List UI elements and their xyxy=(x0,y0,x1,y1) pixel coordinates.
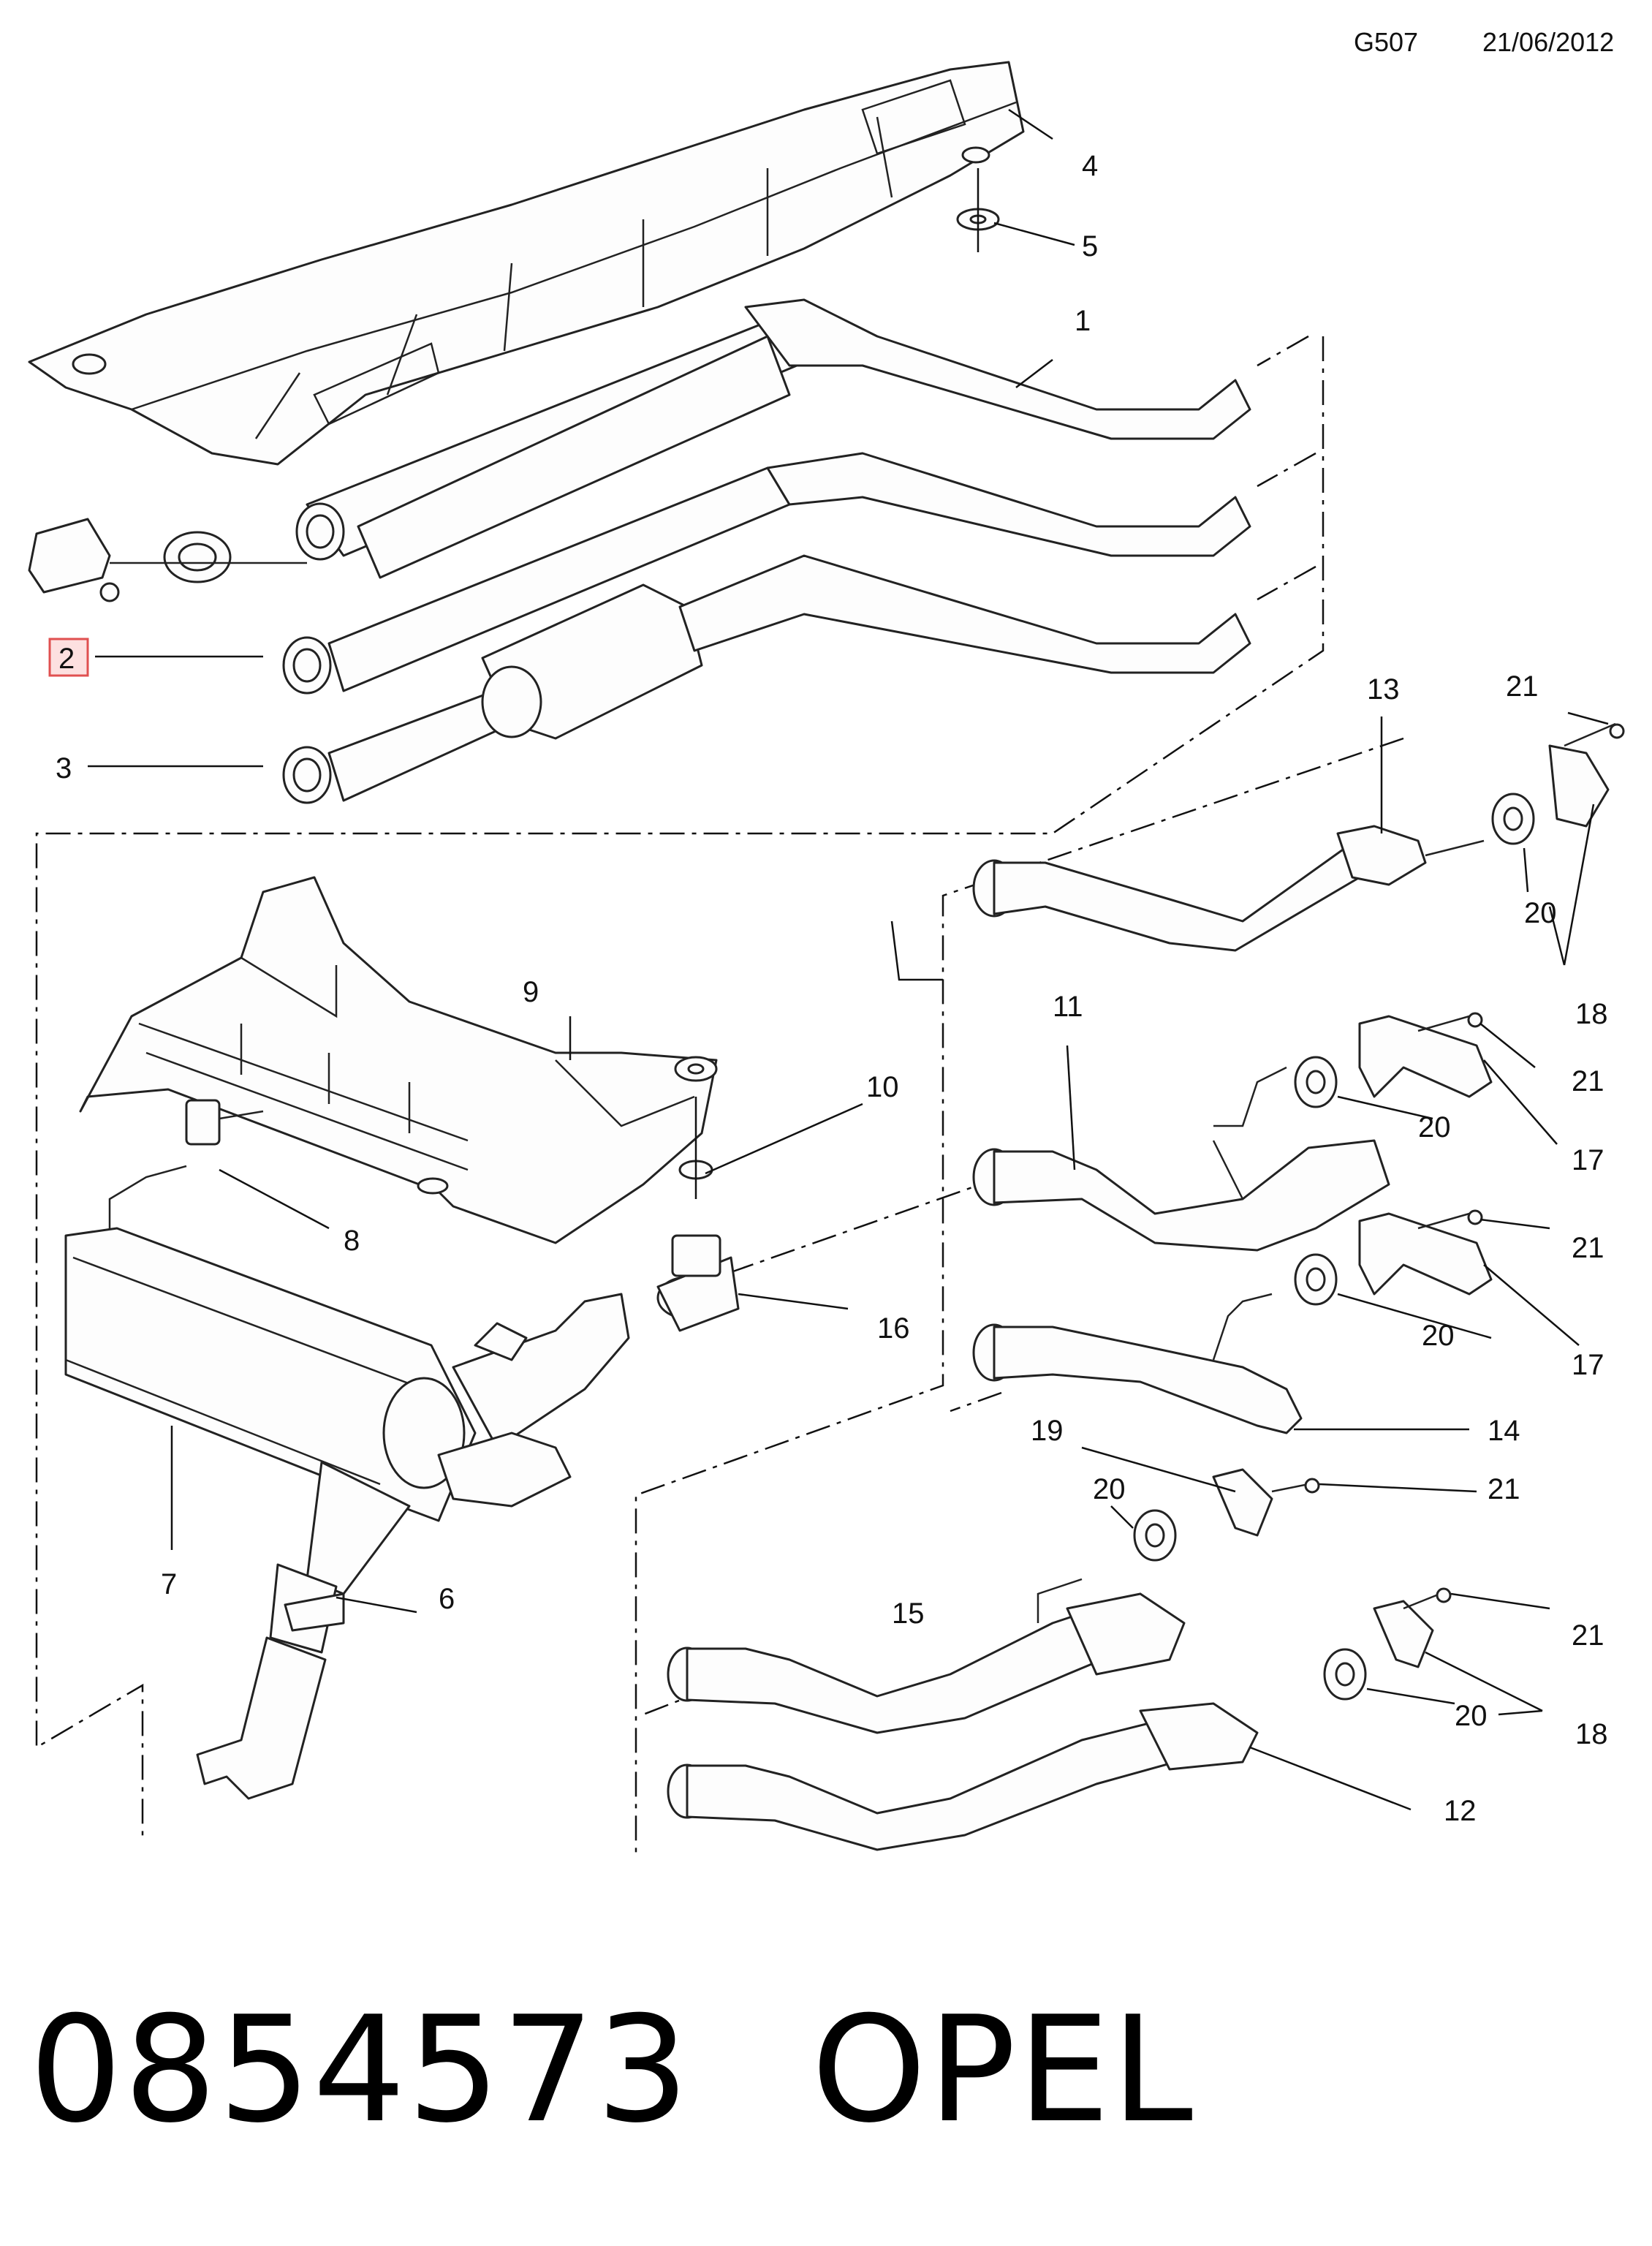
callout-5[interactable]: 5 xyxy=(1082,230,1098,262)
front-pipe-variant-1 xyxy=(295,298,1251,579)
rear-subframe xyxy=(79,876,718,1244)
callout-10[interactable]: 10 xyxy=(866,1071,899,1103)
callout-17-lower[interactable]: 17 xyxy=(1572,1349,1604,1381)
flange-gasket xyxy=(28,518,307,602)
hanger-bracket-upper xyxy=(1491,722,1625,845)
callout-3[interactable]: 3 xyxy=(56,752,72,784)
hanger-bracket-mid-1 xyxy=(1294,1012,1493,1108)
hanger-bracket-lower-2 xyxy=(1323,1587,1452,1701)
part-number: 0854573 xyxy=(29,1985,691,2155)
callout-21-c[interactable]: 21 xyxy=(1572,1232,1604,1264)
callout-20-a[interactable]: 20 xyxy=(1524,897,1557,929)
callout-21-e[interactable]: 21 xyxy=(1572,1619,1604,1652)
callout-16[interactable]: 16 xyxy=(877,1312,910,1345)
front-pipe-variant-3 xyxy=(282,554,1251,804)
hanger-bracket-mid-2 xyxy=(1294,1209,1493,1306)
callout-19[interactable]: 19 xyxy=(1031,1415,1064,1447)
washer xyxy=(956,168,1000,252)
brand-name: OPEL xyxy=(811,1985,1194,2155)
callout-labels: 1 2 3 4 5 6 7 8 9 10 11 12 13 14 15 16 1… xyxy=(48,150,1608,1827)
callout-21-b[interactable]: 21 xyxy=(1572,1065,1604,1097)
callout-6[interactable]: 6 xyxy=(439,1583,455,1615)
intermediate-pipe-14 xyxy=(972,1293,1303,1434)
callout-17-upper[interactable]: 17 xyxy=(1572,1144,1604,1176)
tail-pipe-12 xyxy=(667,1702,1259,1851)
callout-7[interactable]: 7 xyxy=(161,1568,177,1600)
callout-21-d[interactable]: 21 xyxy=(1488,1473,1520,1505)
diagram-date: 21/06/2012 xyxy=(1482,27,1614,57)
callout-8[interactable]: 8 xyxy=(344,1225,360,1257)
callout-13[interactable]: 13 xyxy=(1367,673,1400,706)
intermediate-pipe-11 xyxy=(972,1066,1390,1252)
heat-shield xyxy=(28,61,1025,466)
pipe-clamp xyxy=(656,1234,740,1332)
callout-11[interactable]: 11 xyxy=(1053,991,1083,1023)
callout-4[interactable]: 4 xyxy=(1082,150,1098,182)
callout-1[interactable]: 1 xyxy=(1075,305,1091,337)
rubber-hanger xyxy=(108,1099,264,1243)
callout-2-highlight xyxy=(48,638,89,677)
callout-20-d[interactable]: 20 xyxy=(1093,1473,1126,1505)
diagram-code: G507 xyxy=(1354,27,1418,57)
hanger-bracket-lower-1 xyxy=(1133,1468,1320,1562)
callout-12[interactable]: 12 xyxy=(1444,1795,1477,1827)
callout-20-c[interactable]: 20 xyxy=(1422,1320,1455,1352)
callout-18-lower[interactable]: 18 xyxy=(1575,1718,1608,1750)
callout-18-upper[interactable]: 18 xyxy=(1575,998,1608,1030)
intermediate-pipe-13 xyxy=(972,825,1485,952)
callout-9[interactable]: 9 xyxy=(523,976,539,1008)
tail-pipe-15 xyxy=(667,1578,1186,1734)
group-boundary-lines xyxy=(35,335,1404,1853)
callout-20-b[interactable]: 20 xyxy=(1418,1111,1451,1143)
front-pipe-variant-2 xyxy=(282,452,1251,695)
tail-pipe xyxy=(196,1461,411,1800)
callout-leader-lines xyxy=(88,108,1609,1811)
callout-21-a[interactable]: 21 xyxy=(1506,670,1539,703)
rear-silencer xyxy=(64,1227,630,1522)
callout-15[interactable]: 15 xyxy=(892,1597,925,1630)
callout-2[interactable]: 2 xyxy=(58,643,75,675)
callout-20-e[interactable]: 20 xyxy=(1455,1700,1488,1732)
callout-14[interactable]: 14 xyxy=(1488,1415,1520,1447)
